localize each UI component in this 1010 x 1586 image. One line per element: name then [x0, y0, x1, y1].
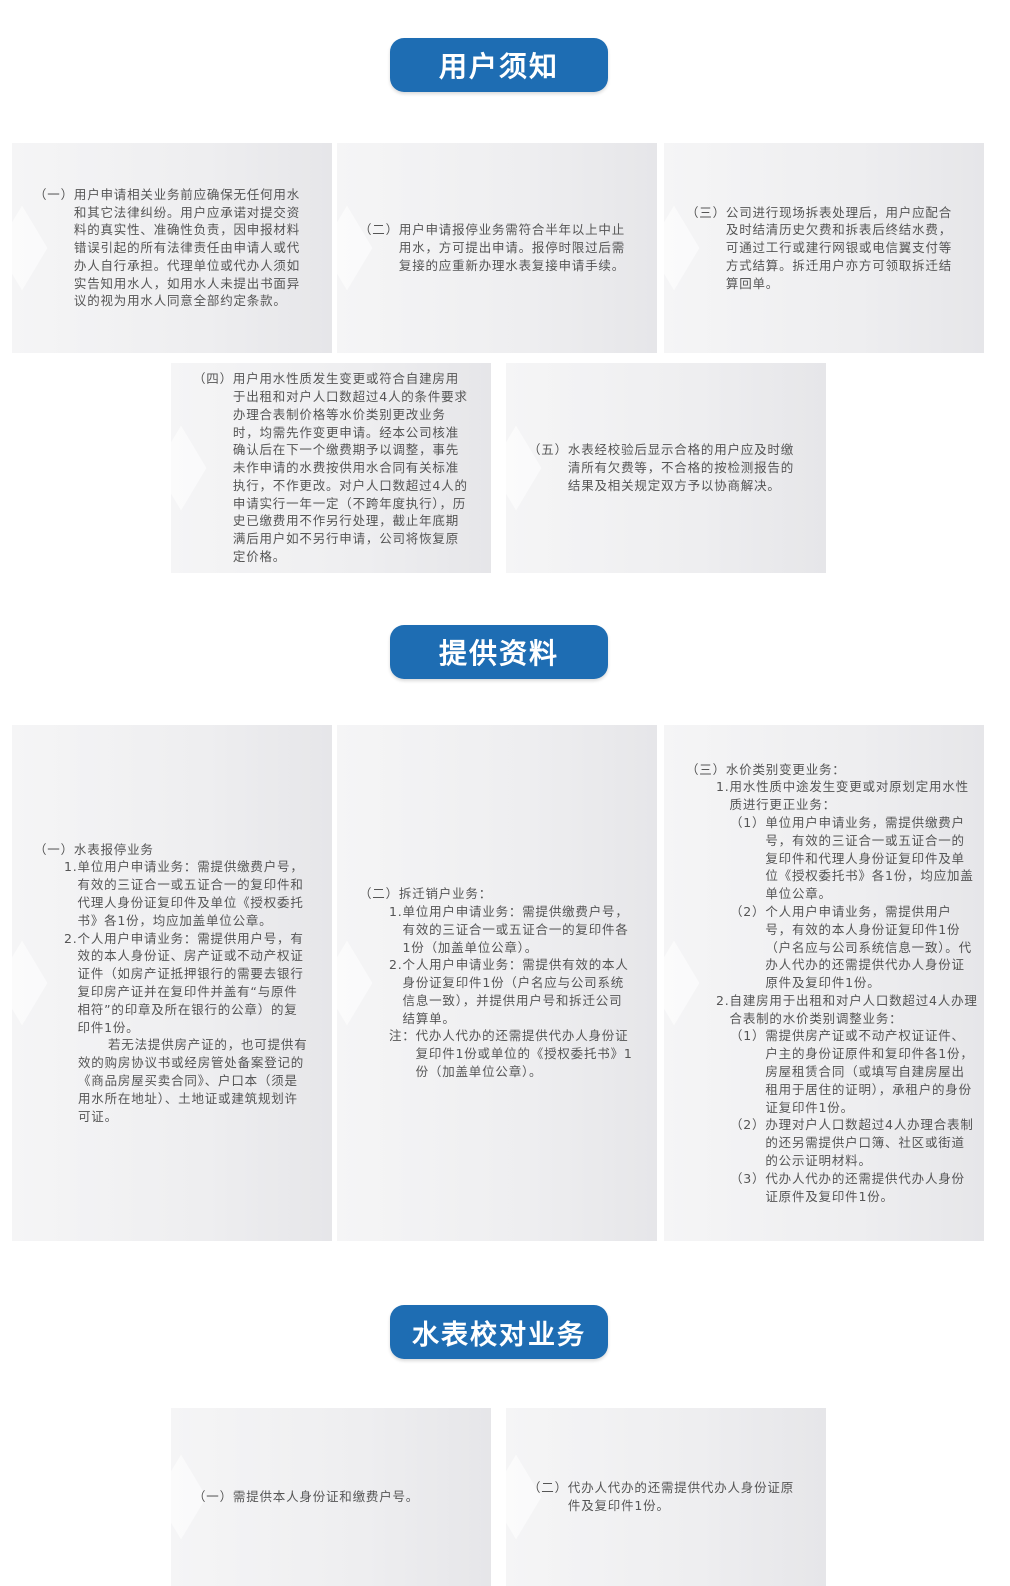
text-item: 2.个人用户申请业务：需提供有效的本人身份证复印件1份（户名应与公司系统信息一致… — [389, 956, 635, 1027]
item-text: 个人用户申请业务：需提供用户号，有效的本人身份证、房产证或不动产权证证件（如房产… — [77, 930, 304, 1035]
text-item: （二）拆迁销户业务： — [359, 885, 635, 903]
item-text: 单位用户申请业务：需提供缴费户号，有效的三证合一或五证合一的复印件各1份（加盖单… — [402, 903, 629, 955]
item-prefix: （2） — [730, 1117, 766, 1133]
section-title-materials: 提供资料 — [390, 625, 608, 679]
card-text: （三）公司进行现场拆表处理后，用户应配合及时结清历史欠费和拆表后终结水费，可通过… — [686, 204, 962, 293]
item-text: 水表报停业务 — [73, 841, 154, 857]
item-text: 需提供本人身份证和缴费户号。 — [232, 1489, 420, 1505]
card-text: （三）水价类别变更业务：1.用水性质中途发生变更或对原划定用水性质进行更正业务：… — [686, 761, 978, 1206]
text-item: （一）水表报停业务 — [34, 841, 310, 859]
text-item: 1.单位用户申请业务：需提供缴费户号，有效的三证合一或五证合一的复印件各1份（加… — [389, 903, 635, 956]
text-item: （1）需提供房产证或不动产权证证件、户主的身份证原件和复印件各1份，房屋租赁合同… — [730, 1027, 978, 1116]
info-card: （三）公司进行现场拆表处理后，用户应配合及时结清历史欠费和拆表后终结水费，可通过… — [664, 143, 984, 353]
card-text: （二）拆迁销户业务：1.单位用户申请业务：需提供缴费户号，有效的三证合一或五证合… — [359, 885, 635, 1081]
text-item: 1.单位用户申请业务：需提供缴费户号，有效的三证合一或五证合一的复印件和代理人身… — [64, 858, 310, 929]
item-text: 代办人代办的还需提供代办人身份证复印件1份或单位的《授权委托书》1份（加盖单位公… — [415, 1028, 633, 1080]
item-text: 自建房用于出租和对户人口数超过4人办理合表制的水价类别调整业务： — [729, 992, 978, 1026]
info-card: （一）需提供本人身份证和缴费户号。 — [171, 1408, 491, 1586]
text-item: （一）需提供本人身份证和缴费户号。 — [193, 1488, 469, 1506]
item-text: 若无法提供房产证的，也可提供有效的购房协议书或经房管处备案登记的《商品房屋买卖合… — [78, 1037, 308, 1124]
item-prefix: （一） — [34, 841, 74, 857]
item-text: 用水性质中途发生变更或对原划定用水性质进行更正业务： — [729, 779, 969, 813]
item-prefix: （三） — [686, 204, 726, 220]
text-item: （二）用户申请报停业务需符合半年以上中止用水，方可提出申请。报停时限过后需复接的… — [359, 221, 635, 274]
text-item: （三）水价类别变更业务： — [686, 761, 978, 779]
item-prefix: 2. — [64, 930, 78, 946]
section-title-meter-check: 水表校对业务 — [390, 1305, 608, 1359]
item-text: 需提供房产证或不动产权证证件、户主的身份证原件和复印件各1份，房屋租赁合同（或填… — [765, 1028, 974, 1115]
text-item: （一）用户申请相关业务前应确保无任何用水和其它法律纠纷。用户应承诺对提交资料的真… — [34, 186, 310, 311]
info-card: （四）用户用水性质发生变更或符合自建房用于出租和对户人口数超过4人的条件要求办理… — [171, 363, 491, 573]
text-item: 2.个人用户申请业务：需提供用户号，有效的本人身份证、房产证或不动产权证证件（如… — [64, 930, 310, 1037]
text-item: 2.自建房用于出租和对户人口数超过4人办理合表制的水价类别调整业务： — [716, 992, 978, 1028]
item-prefix: （二） — [528, 1480, 568, 1496]
text-item: （二）代办人代办的还需提供代办人身份证原件及复印件1份。 — [528, 1479, 804, 1515]
item-prefix: （一） — [34, 186, 74, 202]
info-card: （一）用户申请相关业务前应确保无任何用水和其它法律纠纷。用户应承诺对提交资料的真… — [12, 143, 332, 353]
card-text: （一）用户申请相关业务前应确保无任何用水和其它法律纠纷。用户应承诺对提交资料的真… — [34, 186, 310, 311]
item-text: 拆迁销户业务： — [398, 886, 493, 902]
card-text: （五）水表经校验后显示合格的用户应及时缴清所有欠费等，不合格的按检测报告的结果及… — [528, 441, 804, 494]
item-text: 用户申请报停业务需符合半年以上中止用水，方可提出申请。报停时限过后需复接的应重新… — [398, 222, 626, 273]
item-text: 公司进行现场拆表处理后，用户应配合及时结清历史欠费和拆表后终结水费，可通过工行或… — [725, 204, 953, 291]
text-item: 1.用水性质中途发生变更或对原划定用水性质进行更正业务： — [716, 778, 978, 814]
item-prefix: （二） — [359, 886, 399, 902]
item-prefix: 2. — [716, 992, 730, 1008]
item-text: 用户用水性质发生变更或符合自建房用于出租和对户人口数超过4人的条件要求办理合表制… — [232, 371, 468, 565]
info-card: （五）水表经校验后显示合格的用户应及时缴清所有欠费等，不合格的按检测报告的结果及… — [506, 363, 826, 573]
item-prefix: （三） — [686, 761, 726, 777]
card-text: （二）用户申请报停业务需符合半年以上中止用水，方可提出申请。报停时限过后需复接的… — [359, 221, 635, 274]
item-prefix: （2） — [730, 903, 766, 919]
item-text: 水表经校验后显示合格的用户应及时缴清所有欠费等，不合格的按检测报告的结果及相关规… — [567, 442, 795, 493]
item-text: 用户申请相关业务前应确保无任何用水和其它法律纠纷。用户应承诺对提交资料的真实性、… — [73, 186, 301, 309]
item-prefix: （二） — [359, 222, 399, 238]
text-item: （四）用户用水性质发生变更或符合自建房用于出租和对户人口数超过4人的条件要求办理… — [193, 370, 469, 566]
item-prefix: （四） — [193, 371, 233, 387]
item-prefix: （五） — [528, 442, 568, 458]
text-item: 若无法提供房产证的，也可提供有效的购房协议书或经房管处备案登记的《商品房屋买卖合… — [78, 1036, 310, 1125]
item-text: 代办人代办的还需提供代办人身份证原件及复印件1份。 — [765, 1170, 965, 1204]
item-text: 个人用户申请业务，需提供用户号，有效的本人身份证复印件1份（户名应与公司系统信息… — [765, 903, 972, 991]
item-prefix: （1） — [730, 814, 766, 830]
item-text: 办理对户人口数超过4人办理合表制的还另需提供户口簿、社区或街道的公示证明材料。 — [765, 1117, 974, 1169]
item-prefix: （一） — [193, 1489, 233, 1505]
info-card: （三）水价类别变更业务：1.用水性质中途发生变更或对原划定用水性质进行更正业务：… — [664, 725, 984, 1241]
item-prefix: 2. — [389, 957, 403, 973]
text-item: （五）水表经校验后显示合格的用户应及时缴清所有欠费等，不合格的按检测报告的结果及… — [528, 441, 804, 494]
info-card: （二）用户申请报停业务需符合半年以上中止用水，方可提出申请。报停时限过后需复接的… — [337, 143, 657, 353]
text-item: 注：代办人代办的还需提供代办人身份证复印件1份或单位的《授权委托书》1份（加盖单… — [389, 1027, 635, 1080]
card-text: （四）用户用水性质发生变更或符合自建房用于出租和对户人口数超过4人的条件要求办理… — [193, 370, 469, 566]
item-text: 代办人代办的还需提供代办人身份证原件及复印件1份。 — [567, 1480, 795, 1513]
item-prefix: 1. — [64, 859, 78, 875]
item-prefix: （1） — [730, 1028, 766, 1044]
text-item: （2）办理对户人口数超过4人办理合表制的还另需提供户口簿、社区或街道的公示证明材… — [730, 1116, 978, 1169]
item-prefix: 1. — [716, 779, 730, 795]
item-text: 个人用户申请业务：需提供有效的本人身份证复印件1份（户名应与公司系统信息一致），… — [402, 957, 629, 1026]
item-prefix: （3） — [730, 1170, 766, 1186]
section-title-user-notice: 用户须知 — [390, 38, 608, 92]
text-item: （三）公司进行现场拆表处理后，用户应配合及时结清历史欠费和拆表后终结水费，可通过… — [686, 204, 962, 293]
text-item: （3）代办人代办的还需提供代办人身份证原件及复印件1份。 — [730, 1170, 978, 1206]
card-text: （二）代办人代办的还需提供代办人身份证原件及复印件1份。 — [528, 1479, 804, 1515]
item-text: 水价类别变更业务： — [725, 761, 846, 777]
item-text: 单位用户申请业务，需提供缴费户号，有效的三证合一或五证合一的复印件和代理人身份证… — [765, 814, 974, 902]
item-text: 单位用户申请业务：需提供缴费户号，有效的三证合一或五证合一的复印件和代理人身份证… — [77, 859, 304, 928]
info-card: （二）代办人代办的还需提供代办人身份证原件及复印件1份。 — [506, 1408, 826, 1586]
text-item: （2）个人用户申请业务，需提供用户号，有效的本人身份证复印件1份（户名应与公司系… — [730, 903, 978, 992]
card-text: （一）需提供本人身份证和缴费户号。 — [193, 1488, 469, 1506]
item-prefix: 注： — [389, 1028, 416, 1044]
text-item: （1）单位用户申请业务，需提供缴费户号，有效的三证合一或五证合一的复印件和代理人… — [730, 814, 978, 903]
item-prefix: 1. — [389, 903, 403, 919]
info-card: （二）拆迁销户业务：1.单位用户申请业务：需提供缴费户号，有效的三证合一或五证合… — [337, 725, 657, 1241]
